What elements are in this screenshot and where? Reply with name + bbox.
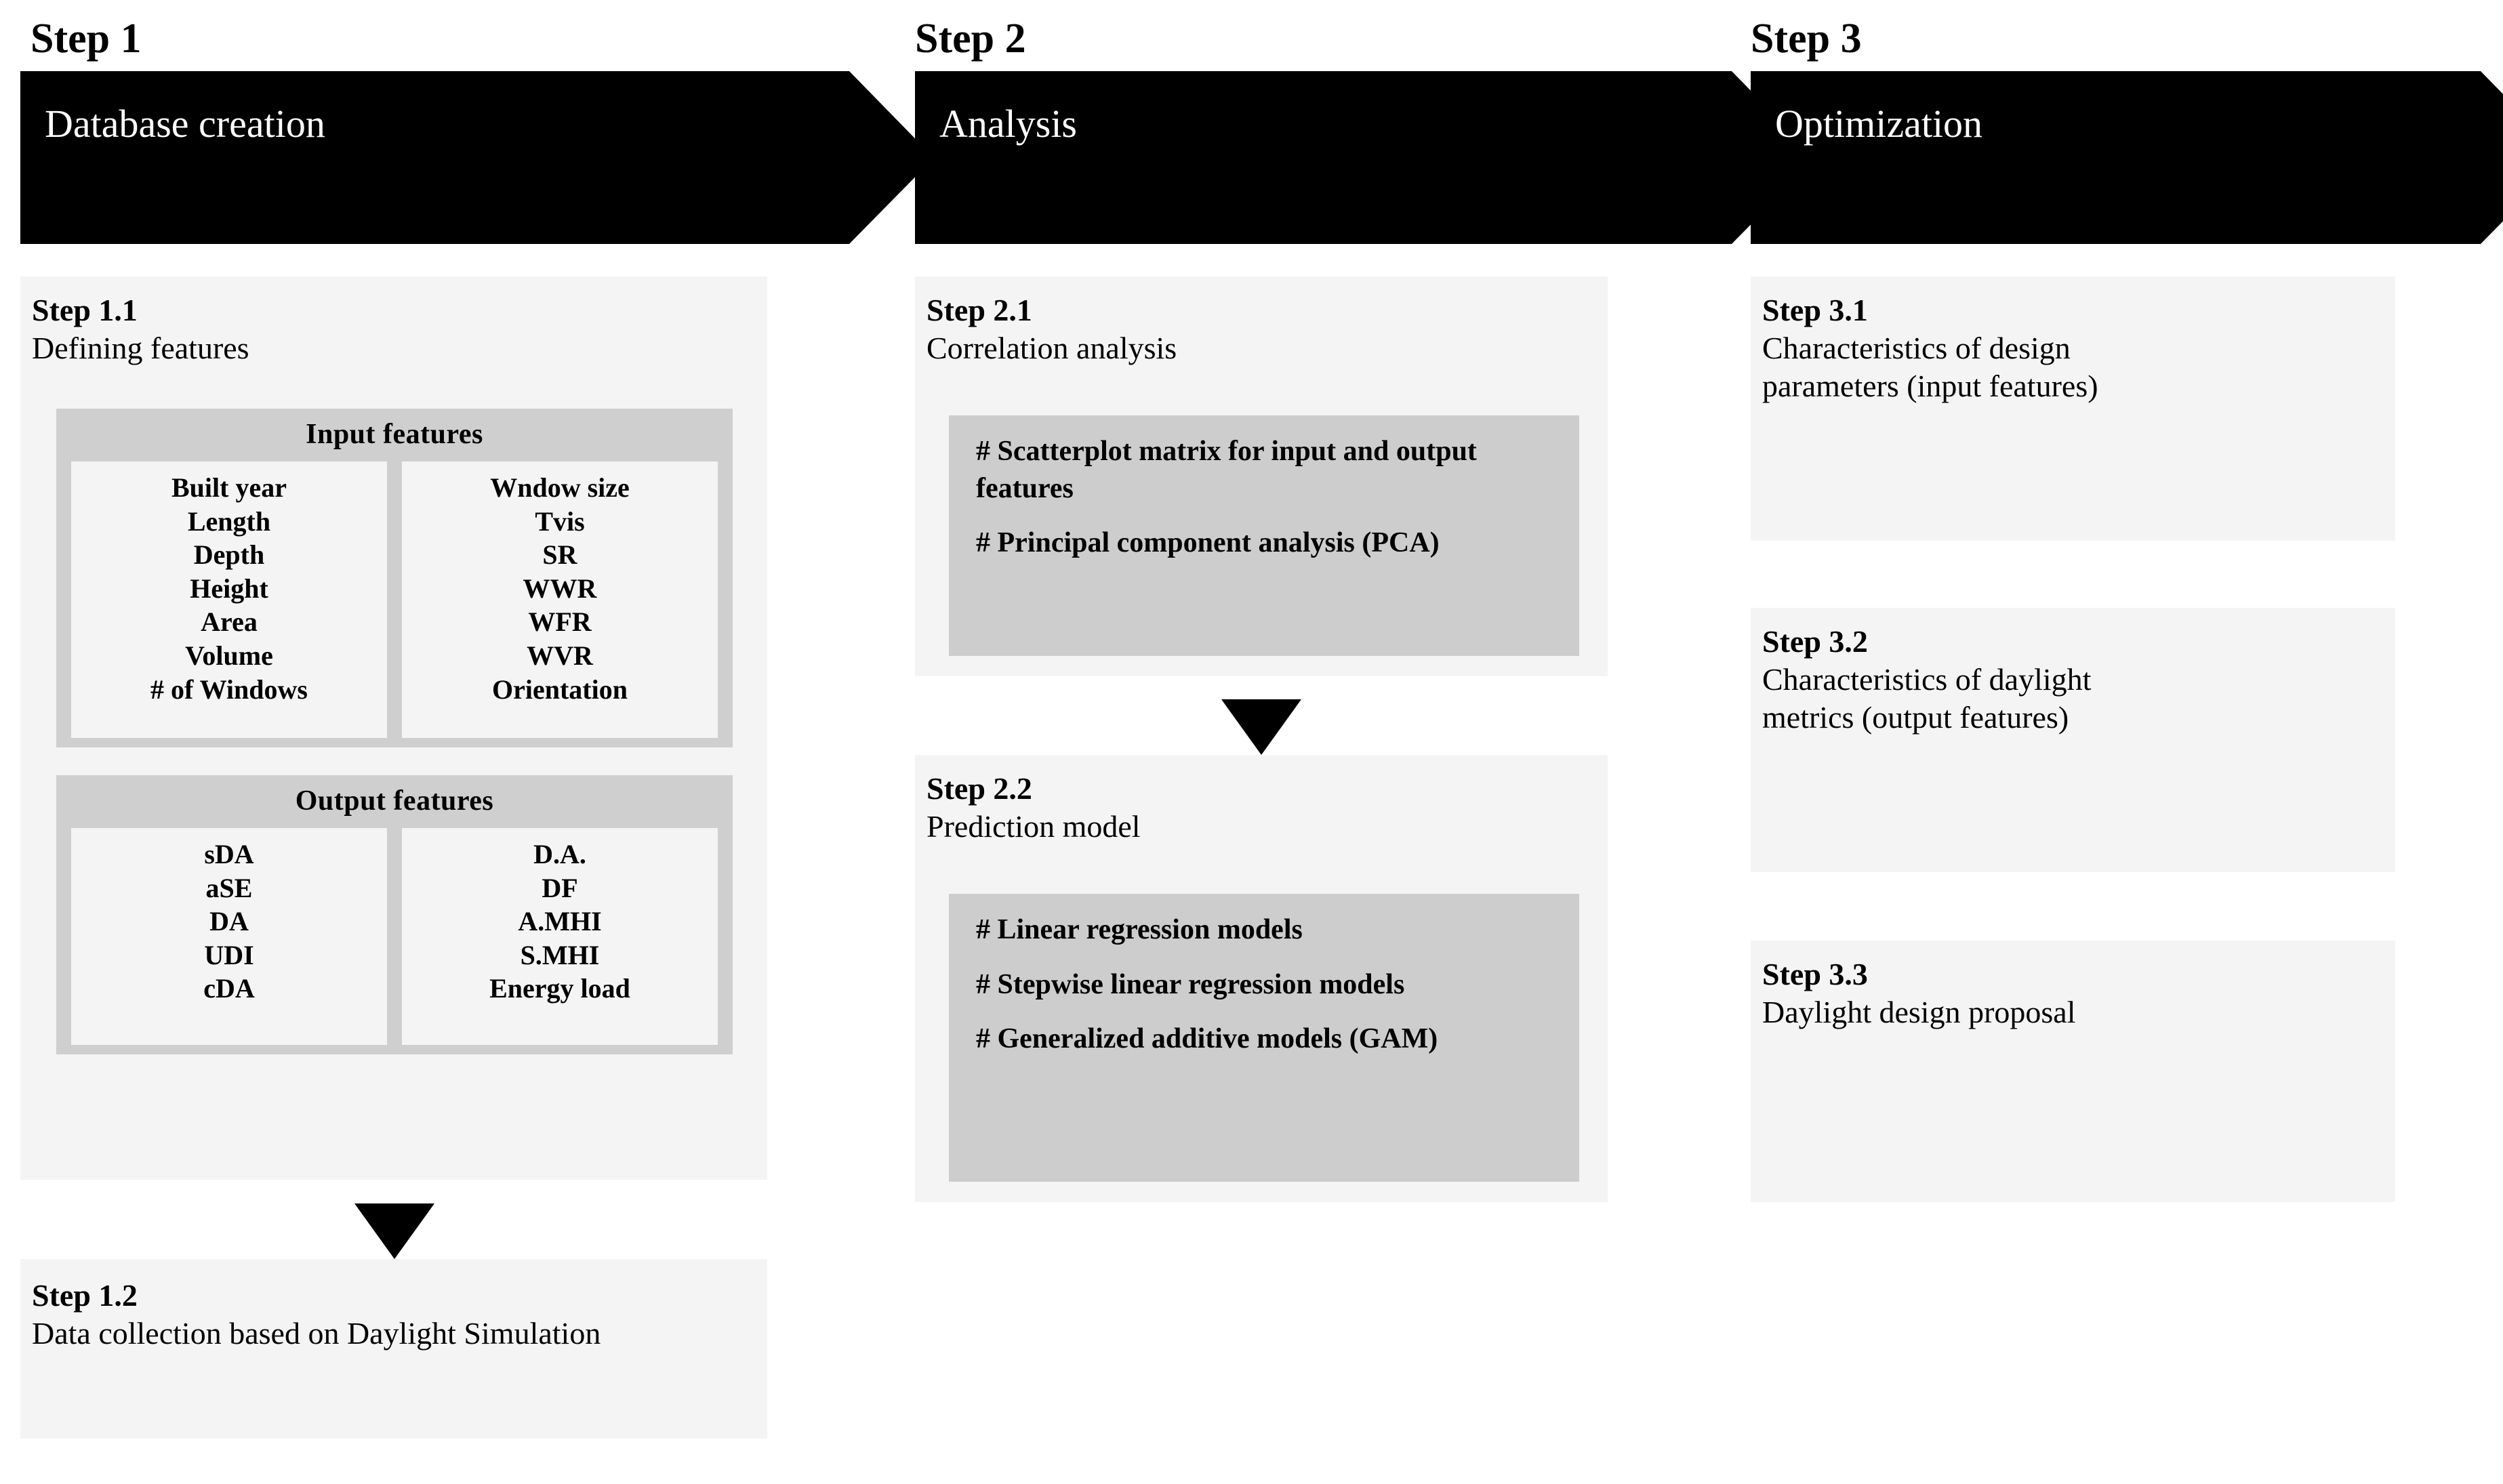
step-2-1-panel: Step 2.1 Correlation analysis # Scatterp… — [915, 276, 1608, 676]
step-1-1-number: Step 1.1 — [32, 293, 138, 327]
step-2-2-number: Step 2.2 — [927, 771, 1032, 806]
step-2-label: Step 2 — [915, 16, 1026, 62]
feature-item: WVR — [527, 640, 593, 671]
step-2-1-title: Correlation analysis — [927, 331, 1177, 366]
step-2-1-number: Step 2.1 — [927, 293, 1032, 327]
step-3-3-title: Daylight design proposal — [1762, 995, 2076, 1030]
feature-item: Volume — [185, 640, 273, 671]
step-3-3-number: Step 3.3 — [1762, 957, 1868, 991]
bullet-item: # Principal component analysis (PCA) — [976, 527, 1440, 559]
feature-item: UDI — [204, 939, 254, 970]
step-2-2-bullets: # Linear regression models # Stepwise li… — [949, 894, 1579, 1182]
step-3-2-panel: Step 3.2 Characteristics of daylight met… — [1751, 608, 2395, 872]
step-3-banner: Optimization — [1751, 71, 2503, 244]
feature-item: WFR — [528, 606, 592, 638]
bullet-item: # Generalized additive models (GAM) — [976, 1023, 1438, 1055]
feature-item: DA — [209, 906, 249, 937]
feature-item: sDA — [204, 839, 254, 869]
feature-item: Area — [201, 606, 258, 638]
step-1-banner: Database creation — [20, 71, 934, 244]
step-3-banner-arrowhead — [2481, 71, 2503, 244]
feature-item: Depth — [193, 539, 265, 571]
step-3-2-title: Characteristics of daylight metrics (out… — [1762, 662, 2092, 735]
step-1-down-arrow-icon — [354, 1203, 434, 1259]
feature-item: aSE — [205, 872, 253, 903]
input-features-columns: Built year Length Depth Height Area Volu… — [71, 461, 718, 738]
input-features-right-column: Wndow size Tvis SR WWR WFR WVR Orientati… — [402, 461, 718, 738]
feature-item: SR — [542, 539, 577, 571]
feature-item: A.MHI — [518, 906, 602, 937]
feature-item: Built year — [171, 472, 287, 503]
output-features-left-column: sDA aSE DA UDI cDA — [71, 828, 387, 1045]
step-1-2-title: Data collection based on Daylight Simula… — [32, 1316, 601, 1351]
feature-item: cDA — [203, 973, 255, 1004]
input-features-title: Input features — [306, 419, 483, 450]
output-features-right-column: D.A. DF A.MHI S.MHI Energy load — [402, 828, 718, 1045]
step-1-label: Step 1 — [30, 16, 142, 62]
feature-item: Height — [190, 573, 268, 604]
feature-item: Wndow size — [490, 472, 630, 503]
input-features-left-column: Built year Length Depth Height Area Volu… — [71, 461, 387, 738]
feature-item: D.A. — [533, 839, 586, 869]
step-1-1-title: Defining features — [32, 331, 249, 366]
step-2-2-title: Prediction model — [927, 809, 1141, 844]
output-features-title: Output features — [295, 785, 494, 817]
step-1-2-number: Step 1.2 — [32, 1278, 138, 1313]
step-3-banner-title: Optimization — [1775, 102, 1983, 146]
feature-item: S.MHI — [520, 939, 600, 970]
bullet-item: # Linear regression models — [976, 914, 1303, 945]
step-1-2-panel: Step 1.2 Data collection based on Daylig… — [20, 1259, 767, 1439]
bullet-item: # Stepwise linear regression models — [976, 968, 1405, 1000]
step-2-down-arrow-icon — [1221, 699, 1301, 755]
feature-item: Energy load — [489, 973, 630, 1004]
step-3-1-title: Characteristics of design parameters (in… — [1762, 331, 2098, 404]
feature-item: Length — [187, 506, 271, 537]
input-features-group: Input features Built year Length Depth H… — [56, 409, 733, 747]
step-2-2-panel: Step 2.2 Prediction model # Linear regre… — [915, 755, 1608, 1202]
step-3-label: Step 3 — [1751, 16, 1862, 62]
step-3-3-panel: Step 3.3 Daylight design proposal — [1751, 941, 2395, 1202]
step-3-1-number: Step 3.1 — [1762, 293, 1868, 327]
step-2-1-bullets: # Scatterplot matrix for input and outpu… — [949, 415, 1579, 656]
output-features-group: Output features sDA aSE DA UDI cDA D.A. … — [56, 775, 733, 1054]
step-2-banner: Analysis — [915, 71, 1816, 244]
bullet-item: # Scatterplot matrix for input and outpu… — [976, 436, 1477, 504]
step-1-banner-title: Database creation — [45, 102, 325, 146]
feature-item: Orientation — [492, 674, 628, 705]
feature-item: Tvis — [535, 506, 585, 537]
step-3-1-panel: Step 3.1 Characteristics of design param… — [1751, 276, 2395, 541]
step-3-2-number: Step 3.2 — [1762, 624, 1868, 659]
feature-item: DF — [542, 872, 578, 903]
feature-item: # of Windows — [150, 674, 308, 705]
step-2-banner-title: Analysis — [939, 102, 1077, 146]
step-1-1-panel: Step 1.1 Defining features Input feature… — [20, 276, 767, 1180]
feature-item: WWR — [523, 573, 597, 604]
output-features-columns: sDA aSE DA UDI cDA D.A. DF A.MHI S.MHI E… — [71, 828, 718, 1045]
